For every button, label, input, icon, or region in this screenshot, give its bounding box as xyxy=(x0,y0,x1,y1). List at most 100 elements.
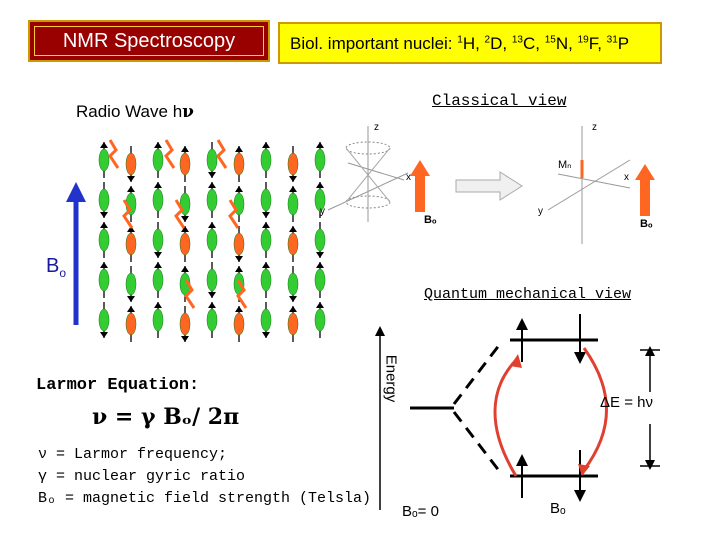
nuclear-spin xyxy=(206,188,218,212)
emission-arrow-head xyxy=(578,464,590,476)
energy-level-diagram xyxy=(375,314,660,510)
nuclear-spin xyxy=(179,232,191,256)
nuclear-spin xyxy=(125,152,137,176)
nuclear-spin xyxy=(179,312,191,336)
nu-symbol: ν xyxy=(182,102,194,122)
cone-line xyxy=(345,174,369,203)
spin-arrow-head xyxy=(100,212,108,218)
nucleus-mass: 19 xyxy=(577,34,589,46)
spin-arrow-head xyxy=(127,296,135,302)
larmor-title: Larmor Equation: xyxy=(36,376,200,395)
nuclear-spin xyxy=(314,228,326,252)
nuclear-spin xyxy=(287,192,299,216)
nucleus-mass: 2 xyxy=(484,34,491,46)
spin-arrow-head xyxy=(127,176,135,182)
spin-arrow-head xyxy=(289,226,297,232)
nuclear-spin xyxy=(314,308,326,332)
nuclei-list: Biol. important nuclei: 1H, 2D, 13C, 15N… xyxy=(290,34,630,53)
nuclear-spin xyxy=(260,308,272,332)
spin-arrow-head xyxy=(289,186,297,192)
radio-wave-squiggle xyxy=(122,199,134,229)
spin-arrow-head xyxy=(289,306,297,312)
nuclear-spin xyxy=(233,232,245,256)
y-label-right: y xyxy=(538,206,543,217)
spin-arrow-head xyxy=(316,182,324,188)
nuclear-spin xyxy=(287,232,299,256)
y-axis-right xyxy=(547,159,631,211)
nucleus-symbol: C xyxy=(522,34,536,53)
spin-arrow-head xyxy=(181,336,189,342)
nuclear-spin xyxy=(152,308,164,332)
radio-wave-label: Radio Wave hν xyxy=(76,102,194,122)
y-label-left: y xyxy=(320,206,325,217)
spin-array-diagram xyxy=(66,139,326,342)
nuclear-spin xyxy=(152,268,164,292)
nuclear-spin xyxy=(152,228,164,252)
orange-field-arrow-left xyxy=(415,174,425,212)
spin-arrow-head xyxy=(181,216,189,222)
energy-axis-label: Energy xyxy=(382,354,400,403)
cone-line xyxy=(367,147,391,176)
orange-arrow-head xyxy=(635,164,655,180)
spin-arrow-head xyxy=(100,332,108,338)
spin-arrow-head xyxy=(235,306,243,312)
nuclear-spin xyxy=(260,228,272,252)
spin-arrow-head xyxy=(316,142,324,148)
nuclear-spin xyxy=(314,188,326,212)
spin-arrow-head xyxy=(181,226,189,232)
nuclear-spin xyxy=(206,268,218,292)
nucleus-mass: 31 xyxy=(606,34,618,46)
quantum-view-label: Quantum mechanical view xyxy=(424,286,632,303)
spin-arrow-head xyxy=(208,302,216,308)
radio-wave-squiggle xyxy=(108,139,120,169)
orange-field-arrow-right xyxy=(640,178,650,216)
nuclear-spin xyxy=(152,188,164,212)
spin-arrow-head xyxy=(154,252,162,258)
radio-wave-squiggle xyxy=(216,139,228,169)
absorption-arrow-head xyxy=(510,354,522,368)
nuclear-spin xyxy=(125,232,137,256)
cone-line xyxy=(367,174,391,203)
nuclei-banner: Biol. important nuclei: 1H, 2D, 13C, 15N… xyxy=(278,22,662,64)
spin-arrow-head xyxy=(154,302,162,308)
bo-zero-label: Bₒ= 0 xyxy=(402,503,439,520)
x-axis-right xyxy=(557,173,631,189)
bo-field-label: Bo xyxy=(46,255,66,280)
spin-arrow-head xyxy=(100,142,108,148)
absorption-arrow xyxy=(493,358,518,477)
definition-bo: Bₒ = magnetic field strength (Telsla) xyxy=(38,490,372,507)
classical-view-diagram: z x y z x y xyxy=(320,122,655,244)
nuclear-spin xyxy=(98,188,110,212)
spin-arrow-head xyxy=(235,186,243,192)
nuclear-spin xyxy=(233,152,245,176)
spin-arrow-head xyxy=(316,302,324,308)
nuclear-spin xyxy=(179,152,191,176)
delta-e-label: ΔE = hν xyxy=(600,394,653,411)
spin-arrow-head xyxy=(235,256,243,262)
bo-label-left: Bₒ xyxy=(424,214,437,226)
nuclear-spin xyxy=(152,148,164,172)
spin-arrow-head xyxy=(208,292,216,298)
nucleus-mass: 1 xyxy=(457,34,463,46)
spin-arrow-head xyxy=(235,146,243,152)
nucleus-symbol: F xyxy=(588,34,598,53)
nuclear-spin xyxy=(125,312,137,336)
nuclear-spin xyxy=(98,228,110,252)
bo-main: B xyxy=(46,255,60,277)
radio-wave-squiggle xyxy=(228,199,240,229)
radio-wave-squiggle xyxy=(164,139,176,169)
z-label-left: z xyxy=(374,122,379,133)
nuclear-spin xyxy=(287,272,299,296)
field-arrow-head xyxy=(66,182,86,202)
spin-arrow-head xyxy=(127,186,135,192)
mn-label: Mₙ xyxy=(558,159,572,171)
nuclei-prefix: Biol. important nuclei: xyxy=(290,34,458,53)
x-label-right: x xyxy=(624,172,629,183)
spin-arrow-head xyxy=(262,262,270,268)
nuclear-spin xyxy=(260,268,272,292)
nuclear-spin xyxy=(98,148,110,172)
radio-wave-squiggle xyxy=(236,279,248,309)
radio-wave-text: Radio Wave h xyxy=(76,102,183,121)
y-axis-left xyxy=(327,172,409,211)
spin-arrow-head xyxy=(154,142,162,148)
